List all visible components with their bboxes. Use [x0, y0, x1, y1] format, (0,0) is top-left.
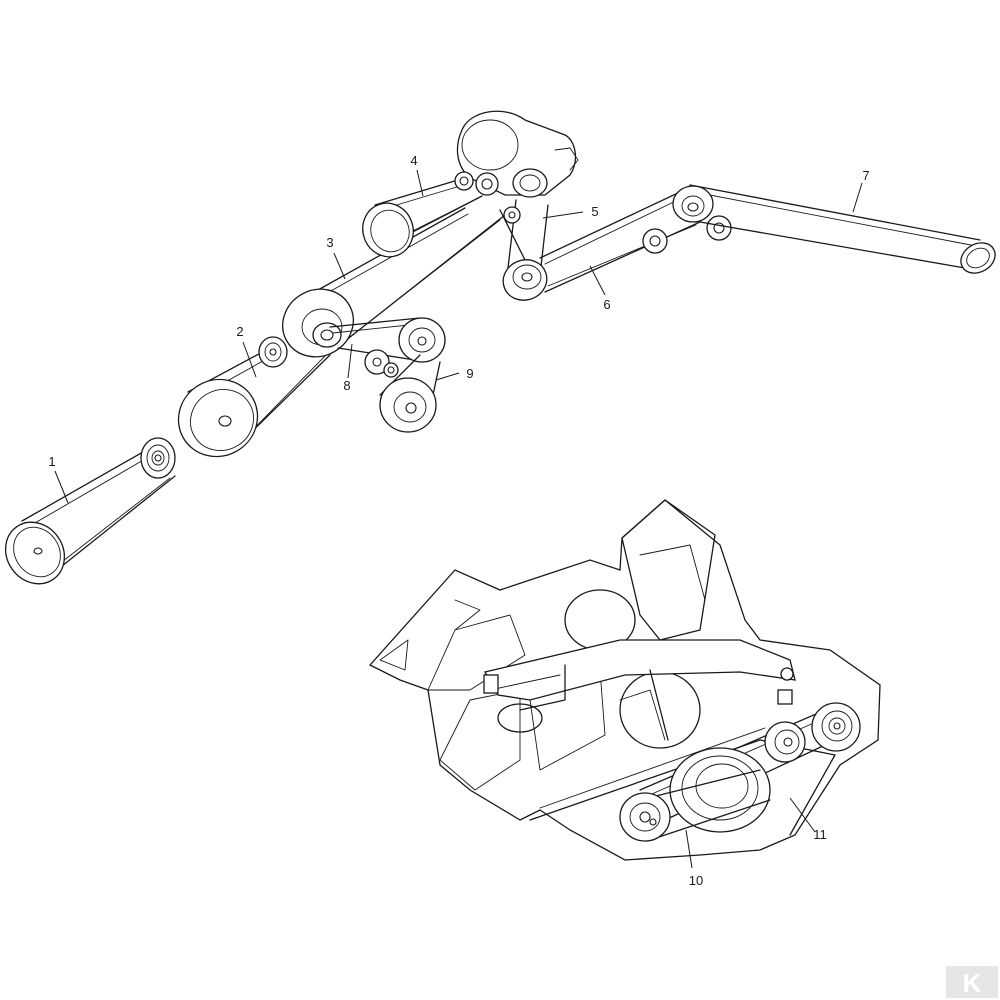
- idler-pulley-b: [258, 336, 288, 368]
- callout-3: 3: [326, 235, 333, 250]
- brand-logo-text: K: [963, 968, 982, 998]
- callout-8: 8: [343, 378, 350, 393]
- callout-labels: 1 2 3 4 5 6 7 8 9 10 11: [48, 153, 869, 888]
- idler-pulley-e: [364, 349, 399, 378]
- pulley-7-left: [672, 185, 714, 223]
- callout-7: 7: [862, 168, 869, 183]
- pulley-10-small: [619, 792, 671, 842]
- callout-5: 5: [591, 204, 598, 219]
- pulley-9: [379, 377, 437, 433]
- idler-pulley-c: [642, 228, 668, 254]
- pulley-large-left: [4, 521, 66, 585]
- callout-4: 4: [410, 153, 417, 168]
- callout-9: 9: [466, 366, 473, 381]
- gearbox: [454, 110, 579, 198]
- pulley-8-right: [398, 317, 446, 363]
- idler-pulley-d: [706, 215, 732, 241]
- belt-10: [639, 769, 771, 841]
- belt-6: [539, 191, 701, 293]
- leader-lines: [54, 169, 863, 869]
- pulley-3: [282, 288, 354, 358]
- pulley-7-right: [960, 242, 996, 274]
- idler-pulley-a: [140, 437, 176, 479]
- callout-11: 11: [813, 827, 827, 842]
- pulley-5-lower: [502, 259, 548, 301]
- callout-10: 10: [689, 873, 703, 888]
- upper-belt-assembly: [4, 110, 996, 585]
- callout-2: 2: [236, 324, 243, 339]
- brand-logo-icon: K: [946, 966, 998, 998]
- belt-7: [689, 184, 981, 269]
- callout-6: 6: [603, 297, 610, 312]
- pulley-10-large: [669, 747, 771, 833]
- belt-5: [499, 199, 549, 291]
- lower-machine-assembly: [368, 499, 881, 861]
- belt-1: [21, 447, 176, 583]
- callout-1: 1: [48, 454, 55, 469]
- pulley-11-mid: [764, 721, 806, 763]
- pulley-mid: [177, 378, 259, 458]
- pulley-4: [362, 202, 414, 258]
- pulley-11-right: [811, 702, 861, 752]
